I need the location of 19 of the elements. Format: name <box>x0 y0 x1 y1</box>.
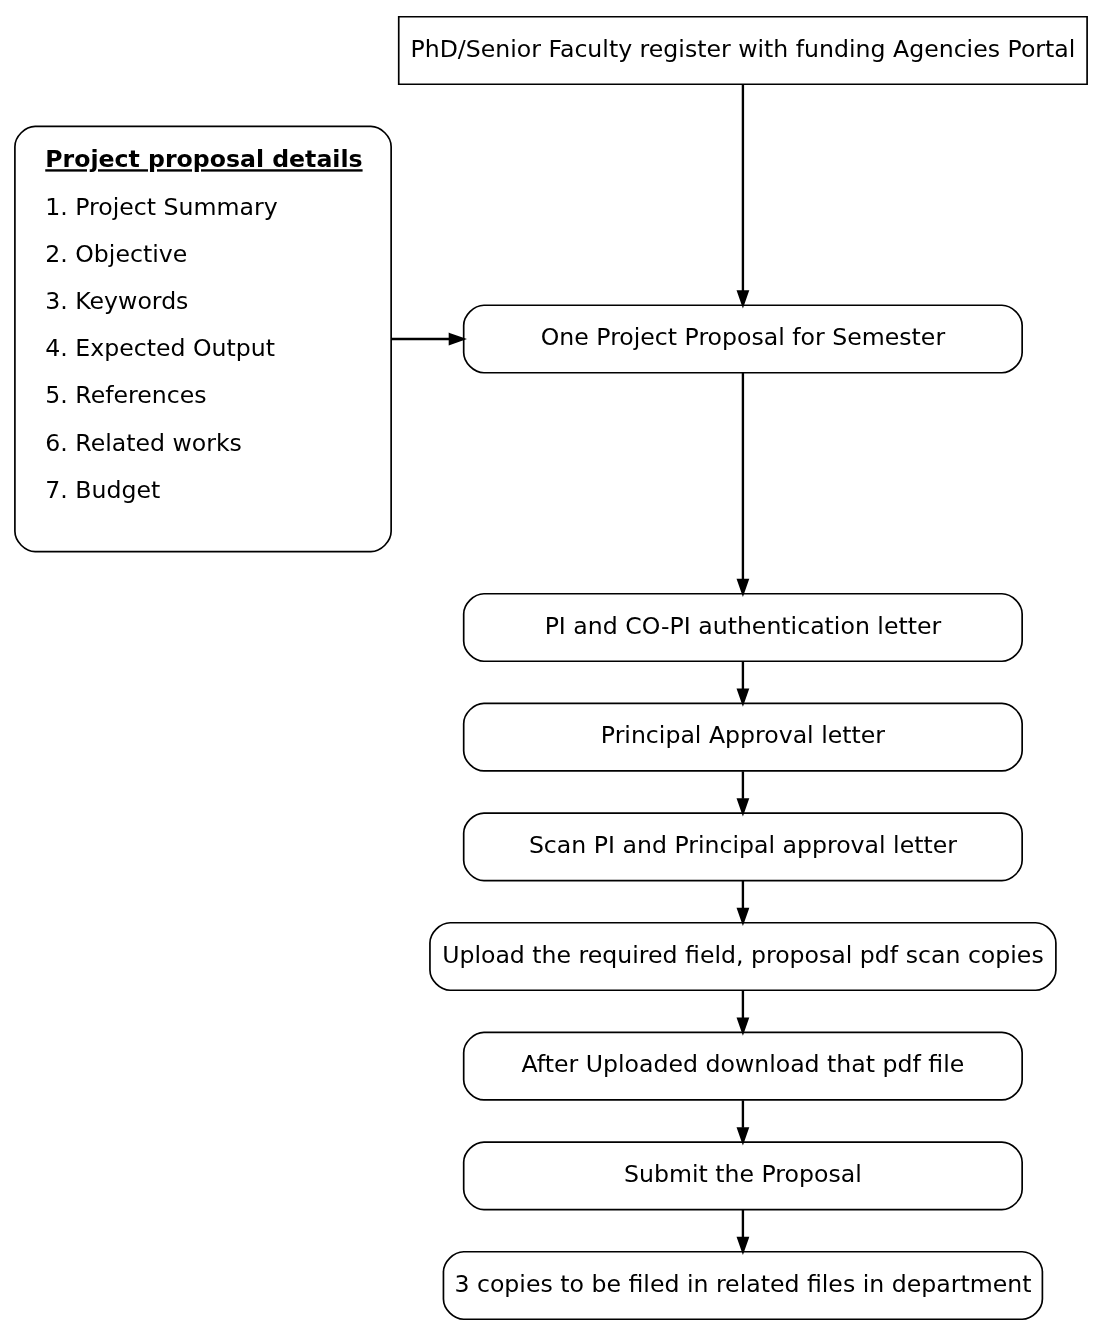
arrow <box>736 880 750 926</box>
node-box: PI and CO-PI authentication letter <box>462 592 1023 662</box>
node-box: One Project Proposal for Semester <box>462 303 1023 374</box>
node-box: Upload the required field, proposal pdf scan copies <box>429 921 1057 991</box>
node-box: Principal Approval letter <box>462 702 1023 772</box>
arrow <box>736 990 750 1036</box>
arrow <box>736 83 750 308</box>
arrow <box>391 332 467 345</box>
node-box: Project proposal details 1. Project Summary 2. Objective 3. Keywords 4. Expected Output 5. References 6. Related works 7. Budget <box>14 125 392 552</box>
node-box: PhD/Senior Faculty register with funding Agencies Portal <box>397 15 1088 85</box>
node-box: After Uploaded download that pdf file <box>462 1031 1023 1101</box>
node-box: Submit the Proposal <box>462 1140 1023 1210</box>
arrow <box>736 661 750 707</box>
node-box: Scan PI and Principal approval letter <box>462 811 1023 881</box>
node-box: 3 copies to be filed in related files in department <box>442 1250 1044 1320</box>
arrow <box>736 770 750 816</box>
arrow <box>736 1099 750 1145</box>
arrow <box>736 372 750 597</box>
arrow <box>736 1209 750 1255</box>
